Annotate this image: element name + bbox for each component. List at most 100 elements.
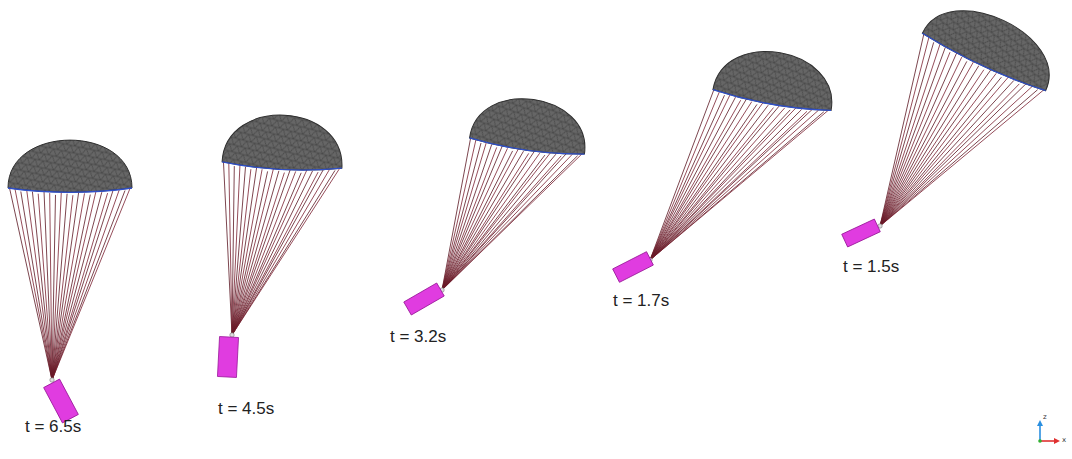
- canopy: [222, 112, 345, 173]
- suspension-line: [650, 110, 790, 260]
- payload: [613, 252, 654, 283]
- canopy-shell: [469, 92, 591, 159]
- time-label: t = 1.7s: [613, 292, 669, 311]
- suspension-line: [880, 89, 1045, 226]
- parachute: [8, 140, 132, 423]
- suspension-line: [52, 192, 79, 380]
- axis-label: x: [1062, 437, 1066, 444]
- suspension-line: [650, 99, 747, 260]
- suspension-line: [232, 171, 296, 335]
- suspension-line: [650, 108, 774, 260]
- time-label: t = 1.5s: [843, 258, 899, 277]
- suspension-line: [880, 61, 967, 226]
- suspension-line: [442, 153, 529, 290]
- payload: [404, 283, 444, 315]
- suspension-line: [442, 147, 497, 290]
- suspension-line: [52, 191, 125, 381]
- suspension-line: [442, 153, 551, 291]
- canopy-skirt: [712, 90, 831, 115]
- suspension-line: [650, 109, 830, 260]
- canopy-shell: [921, 0, 1065, 94]
- canopy-shell: [712, 42, 839, 114]
- suspension-line: [650, 108, 796, 261]
- suspension-line: [50, 193, 52, 380]
- time-label: t = 6.5s: [25, 418, 81, 437]
- suspension-line: [232, 169, 324, 335]
- suspension-line: [650, 102, 752, 260]
- suspension-line: [232, 167, 341, 335]
- suspension-line: [880, 83, 1027, 226]
- canopy: [921, 0, 1065, 94]
- suspension-line: [442, 145, 492, 291]
- suspension-line: [650, 109, 813, 260]
- suspension-line: [52, 191, 96, 380]
- suspension-line: [442, 151, 535, 290]
- payload-body: [404, 283, 444, 315]
- payload-body: [842, 219, 881, 247]
- suspension-line: [442, 153, 540, 290]
- suspension-line: [880, 52, 950, 226]
- canopy-skirt: [921, 33, 1046, 94]
- payload: [217, 337, 238, 378]
- time-label: t = 4.5s: [218, 400, 274, 419]
- suspension-line: [442, 151, 513, 290]
- suspension-line: [52, 187, 131, 381]
- suspension-line: [880, 77, 1001, 226]
- suspension-line: [52, 192, 102, 380]
- suspension-line: [232, 170, 290, 335]
- parachute-group: [8, 0, 1065, 423]
- payload: [842, 219, 881, 247]
- suspension-line: [232, 173, 301, 335]
- suspension-line: [52, 193, 108, 380]
- confluence-point: [50, 378, 54, 382]
- suspension-line: [232, 171, 313, 335]
- payload-body: [217, 337, 238, 378]
- time-label: t = 3.2s: [390, 328, 446, 347]
- suspension-line: [232, 170, 329, 335]
- suspension-line: [232, 171, 268, 335]
- suspension-line: [15, 189, 52, 380]
- suspension-line: [880, 77, 1009, 226]
- suspension-line: [32, 192, 52, 380]
- payload: [44, 379, 79, 423]
- axis-label: z: [1043, 414, 1047, 421]
- suspension-line: [880, 84, 1019, 226]
- suspension-line: [650, 105, 768, 260]
- canopy-shell: [222, 112, 345, 173]
- suspension-line: [442, 154, 572, 290]
- canopy: [712, 42, 839, 114]
- suspension-line: [27, 189, 52, 380]
- suspension-line: [880, 90, 1038, 226]
- suspension-line: [650, 92, 719, 260]
- canopy-skirt: [469, 138, 584, 158]
- suspension-line: [44, 191, 52, 380]
- payload-body: [613, 252, 654, 283]
- suspension-line: [880, 53, 957, 226]
- suspension-line: [232, 170, 307, 335]
- payload-body: [44, 379, 79, 423]
- suspension-line: [880, 73, 996, 226]
- suspension-line: [650, 110, 802, 261]
- canopy: [8, 140, 132, 192]
- parachute: [613, 42, 840, 282]
- suspension-line: [442, 152, 584, 290]
- canopy-skirt: [8, 188, 132, 192]
- canopy-skirt: [222, 162, 342, 173]
- parachute: [404, 92, 591, 315]
- suspension-line: [442, 155, 545, 290]
- suspension-line: [650, 106, 780, 261]
- confluence-point: [230, 333, 234, 337]
- suspension-line: [21, 192, 52, 381]
- suspension-line: [880, 70, 984, 226]
- suspension-line: [880, 57, 962, 226]
- suspension-line: [650, 108, 785, 260]
- suspension-line: [52, 190, 119, 380]
- suspension-line: [229, 163, 232, 335]
- suspension-line: [442, 154, 556, 290]
- canopy: [469, 92, 591, 159]
- suspension-line: [650, 94, 730, 260]
- suspension-line: [52, 189, 113, 380]
- suspension-line: [442, 151, 524, 290]
- suspension-line: [880, 87, 1032, 227]
